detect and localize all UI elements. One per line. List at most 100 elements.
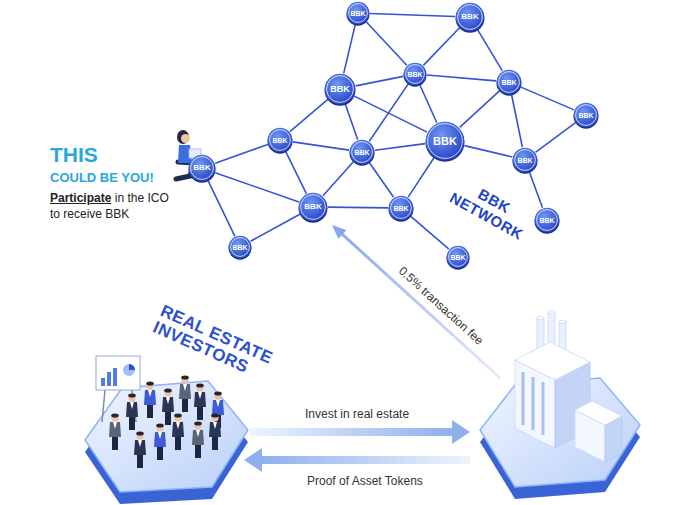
node-label: BBK bbox=[272, 137, 287, 144]
network-link bbox=[356, 76, 404, 86]
flow-label: Invest in real estate bbox=[305, 407, 409, 421]
bbk-token-node: BBK bbox=[228, 235, 252, 259]
chart-board bbox=[96, 356, 140, 422]
investor-figure bbox=[179, 376, 191, 413]
network-link bbox=[344, 25, 356, 74]
network-link bbox=[328, 206, 388, 208]
network-link bbox=[290, 99, 328, 131]
network-link bbox=[529, 172, 542, 208]
chimney-top bbox=[559, 320, 566, 323]
node-label: BBK bbox=[232, 244, 247, 251]
bbk-token-node: BBK bbox=[496, 69, 522, 95]
platform-heading: REAL ESTATE INVESTORS bbox=[150, 302, 283, 387]
wing-roof bbox=[575, 401, 622, 425]
network-link bbox=[375, 144, 425, 151]
chimney-top bbox=[537, 316, 544, 319]
network-link bbox=[535, 123, 575, 153]
investor-figure bbox=[154, 424, 166, 461]
node-label: BBK bbox=[407, 71, 422, 78]
node-label: BBK bbox=[578, 112, 593, 119]
chimney-top bbox=[548, 310, 555, 313]
node-label: BBK bbox=[330, 85, 350, 94]
network-title-box: BBK NETWORK bbox=[447, 174, 533, 242]
fee-label: 0.5% transaction fee bbox=[394, 262, 487, 349]
investor-figure bbox=[194, 384, 206, 421]
window-strip bbox=[522, 372, 525, 425]
network-link bbox=[369, 163, 393, 198]
token-arrow bbox=[244, 448, 470, 472]
cta-link: Participate bbox=[50, 191, 111, 205]
investor-figure bbox=[209, 414, 221, 451]
network-link bbox=[366, 22, 407, 65]
heading-text: REAL ESTATE INVESTORS bbox=[150, 302, 283, 387]
flow-label: Proof of Asset Tokens bbox=[307, 474, 423, 488]
bbk-token-node: BBK bbox=[188, 154, 216, 182]
investor-platform: REAL ESTATE INVESTORS bbox=[70, 300, 280, 505]
network-link bbox=[420, 85, 437, 123]
bbk-token-node: BBK bbox=[455, 2, 485, 32]
building bbox=[515, 310, 622, 462]
bbk-token-node: BBK bbox=[349, 139, 375, 165]
window-strip bbox=[532, 377, 535, 430]
network-link bbox=[208, 181, 235, 237]
bbk-token-node: BBK bbox=[388, 195, 414, 221]
node-label: BBK bbox=[517, 157, 532, 164]
bbk-token-node: BBK bbox=[324, 73, 356, 105]
node-label: BBK bbox=[350, 10, 365, 17]
woman-face bbox=[181, 134, 190, 143]
building-roof bbox=[515, 342, 590, 380]
bbk-token-node: BBK bbox=[534, 207, 560, 233]
node-label: BBK bbox=[193, 164, 210, 172]
network-link bbox=[512, 95, 523, 148]
cta-paragraph: Participatein the ICO to receive BBK bbox=[50, 190, 170, 222]
token-arrow-head bbox=[244, 448, 262, 472]
headline-box: THIS bbox=[50, 144, 98, 166]
network-link bbox=[427, 75, 496, 81]
bbk-token-node: BBK bbox=[346, 1, 370, 25]
bbk-token-node: BBK bbox=[446, 245, 470, 269]
node-label: BBK bbox=[354, 149, 369, 156]
network-link bbox=[460, 91, 500, 128]
bbk-token-node: BBK bbox=[425, 121, 465, 161]
node-label: BBK bbox=[539, 217, 554, 224]
investor-figure bbox=[172, 414, 184, 451]
node-label: BBK bbox=[393, 205, 408, 212]
bbk-token-node: BBK bbox=[298, 192, 328, 222]
investor-figure bbox=[109, 414, 121, 451]
bbk-token-node: BBK bbox=[267, 127, 293, 153]
network-link bbox=[215, 144, 268, 163]
window-strip bbox=[542, 382, 545, 435]
node-label: BBK bbox=[461, 13, 478, 21]
platform-top bbox=[85, 381, 248, 492]
investor-figure bbox=[144, 382, 156, 419]
invest-arrow-head bbox=[452, 420, 470, 444]
network-link bbox=[478, 30, 503, 71]
fee-arrow bbox=[332, 225, 500, 378]
network-link bbox=[215, 173, 299, 202]
subheadline-box: COULD BE YOU! bbox=[50, 168, 154, 186]
network-link bbox=[345, 104, 357, 140]
fee-label-box: 0.5% transaction fee bbox=[393, 260, 489, 350]
headline: THIS bbox=[50, 143, 98, 166]
invest-arrow-shaft bbox=[250, 428, 452, 436]
node-label: BBK bbox=[501, 79, 516, 86]
woman-hair bbox=[177, 130, 189, 144]
fee-arrow-head bbox=[332, 225, 346, 239]
invest-arrow bbox=[250, 420, 470, 444]
investor-figure bbox=[134, 432, 146, 469]
investor-figure bbox=[192, 422, 204, 459]
network-link bbox=[408, 158, 434, 197]
network-link bbox=[323, 162, 353, 196]
network-link bbox=[354, 96, 427, 132]
network-link bbox=[293, 142, 349, 150]
fee-arrow-shaft bbox=[342, 234, 500, 378]
node-label: BBK bbox=[304, 203, 321, 211]
investor-figure bbox=[162, 389, 174, 426]
flow-label-box: Proof of Asset Tokens bbox=[307, 471, 423, 489]
network-link bbox=[411, 216, 449, 249]
investor-figure bbox=[126, 394, 138, 431]
network-link bbox=[370, 13, 455, 16]
